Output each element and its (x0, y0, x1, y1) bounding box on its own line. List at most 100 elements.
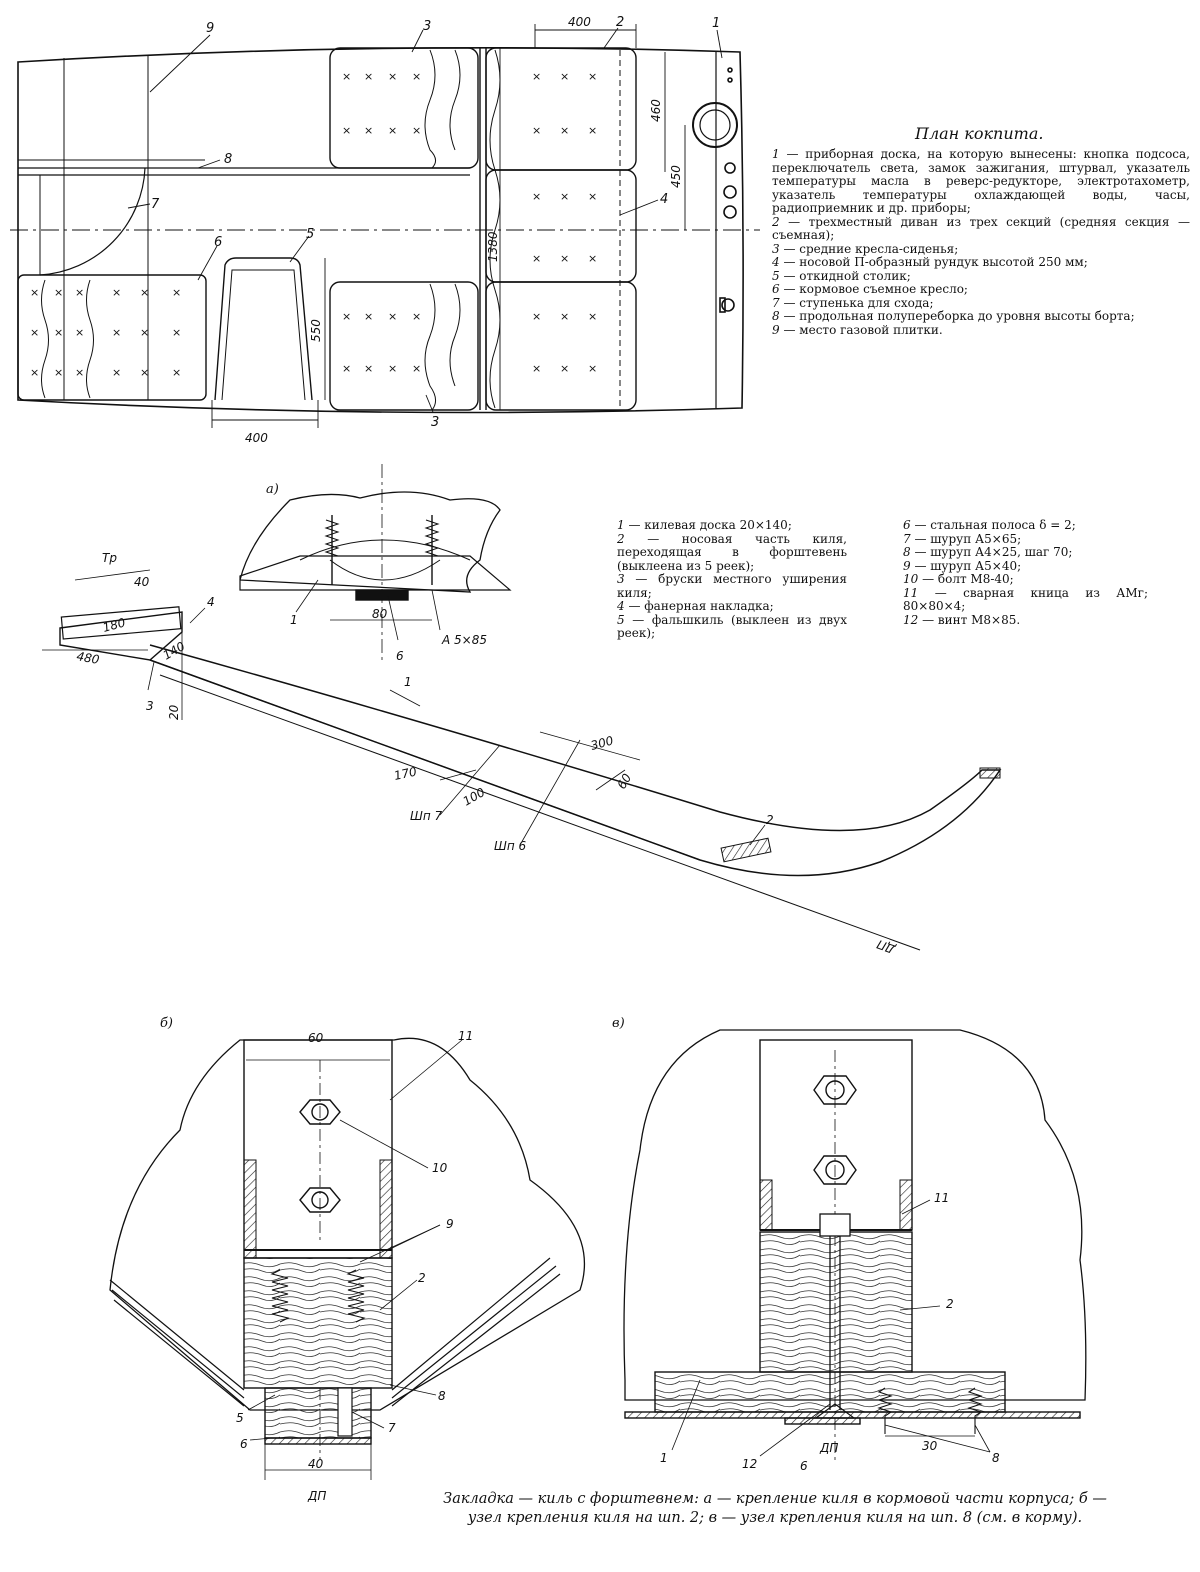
dim-550: 550 (309, 319, 323, 342)
svg-text:×: × (112, 326, 121, 339)
legend-item: 4 — носовой П-образный рундук высотой 25… (772, 255, 1190, 270)
legend-number: 4 (772, 255, 780, 269)
legend-item: 6 — кормовое съемное кресло; (772, 282, 1190, 297)
detail-b (109, 1037, 586, 1480)
cockpit-plan: ×××××× ×××××× ×××××× ×××× ×××× ×××× ××××… (10, 24, 760, 428)
detail-b-dim-60: 60 (308, 1031, 324, 1045)
svg-text:×: × (588, 70, 597, 83)
svg-text:×: × (532, 310, 541, 323)
dim-300: 300 (589, 733, 615, 753)
dim-400-top: 400 (568, 15, 591, 29)
plan-label-8: 8 (224, 152, 232, 167)
svg-text:×: × (112, 286, 121, 299)
svg-text:×: × (172, 366, 181, 379)
detail-b-break-outline (109, 1037, 586, 1411)
dim-100: 100 (461, 785, 488, 809)
label-tr: Тр (102, 551, 117, 565)
dim-170: 170 (393, 764, 419, 783)
svg-text:×: × (30, 326, 39, 339)
plan-title: План кокпита. (915, 124, 1044, 143)
detail-a-dim-80: 80 (372, 607, 388, 621)
svg-text:×: × (388, 362, 397, 375)
legend-item: 11 — сварная кница из АМг; 80×80×4; (903, 585, 1148, 614)
plan-label-3-top: 3 (423, 19, 431, 34)
aft-seat (17, 274, 207, 401)
mid-seat-lower (329, 281, 479, 411)
plan-label-9: 9 (206, 21, 214, 36)
legend-item: 1 — килевая доска 20×140; (617, 518, 847, 533)
svg-text:×: × (588, 124, 597, 137)
svg-text:×: × (388, 310, 397, 323)
svg-text:×: × (342, 362, 351, 375)
keel-label-2: 2 (766, 813, 774, 827)
detail-v-label-11: 11 (934, 1191, 949, 1205)
detail-a-labels: 80 А 5×85 1 6 (290, 607, 487, 663)
bench-mid (485, 169, 637, 283)
legend-item: 3 — бруски местного уширения киля; (617, 572, 847, 600)
svg-text:×: × (172, 286, 181, 299)
detail-b-false-keel (264, 1387, 372, 1439)
svg-text:×: × (560, 70, 569, 83)
view-letter-b: б) (160, 1016, 174, 1031)
detail-a-break-outline (239, 491, 501, 593)
fold-table (214, 257, 313, 401)
legend-number: 5 (772, 268, 780, 283)
legend-item: 1 — приборная доска, на которую вынесены… (772, 147, 1190, 216)
view-letter-a: а) (266, 482, 279, 497)
detail-b-dp: ДП (307, 1489, 326, 1503)
plywood-patch (60, 606, 182, 640)
detail-v-label-1: 1 (660, 1451, 668, 1465)
step-arc (39, 167, 146, 276)
svg-text:×: × (140, 326, 149, 339)
dim-20: 20 (167, 704, 181, 720)
legend-number: 1 (772, 147, 780, 161)
legend-item: 8 — продольная полупереборка до уровня в… (772, 309, 1190, 324)
legend-text: — носовой П-образный рундук высотой 250 … (779, 255, 1088, 269)
keel-caption: Закладка — киль с форштевнем: а — крепле… (443, 1491, 1107, 1526)
svg-text:×: × (140, 366, 149, 379)
legend-text: — продольная полупереборка до уровня выс… (779, 309, 1135, 323)
legend-number: 3 (617, 572, 625, 586)
legend-number: 8 (772, 309, 780, 323)
legend-number: 2 (617, 531, 625, 546)
detail-b-label-10: 10 (432, 1161, 448, 1175)
svg-text:×: × (588, 190, 597, 203)
keel-legend-left: 1 — килевая доска 20×140;2 — носовая час… (617, 518, 847, 641)
legend-number: 7 (772, 295, 780, 310)
legend-text: — трехместный диван из трех секций (сред… (772, 214, 1190, 242)
legend-item: 9 — место газовой плитки. (772, 323, 1190, 338)
detail-v-break-outline (623, 1029, 1087, 1401)
svg-text:×: × (172, 326, 181, 339)
svg-text:×: × (560, 362, 569, 375)
detail-b-label-11: 11 (458, 1029, 473, 1043)
legend-text: — шуруп А4×25, шаг 70; (910, 545, 1073, 559)
dim-450: 450 (669, 165, 683, 188)
svg-text:×: × (342, 124, 351, 137)
svg-text:×: × (560, 252, 569, 265)
bench-rear (485, 281, 637, 411)
legend-number: 5 (617, 612, 625, 627)
svg-text:×: × (532, 252, 541, 265)
keel-label-4: 4 (207, 595, 215, 609)
detail-b-label-9: 9 (446, 1217, 454, 1231)
legend-item: 2 — носовая часть киля, переходящая в фо… (617, 531, 847, 574)
detail-v-labels: 11 2 1 12 6 ДП 30 8 (660, 1191, 1000, 1473)
keel-main-labels: Тр 40 180 480 140 20 3 4 1 2 170 100 300… (75, 551, 897, 957)
svg-text:×: × (560, 310, 569, 323)
label-shp7: Шп 7 (410, 809, 442, 823)
keel-plank (59, 611, 183, 661)
detail-b-label-6: 6 (240, 1437, 248, 1451)
keel-label-3: 3 (146, 699, 154, 713)
legend-text: — фанерная накладка; (624, 599, 774, 613)
svg-text:×: × (532, 70, 541, 83)
legend-number: 7 (903, 531, 911, 546)
legend-number: 4 (617, 599, 625, 613)
svg-text:×: × (412, 362, 421, 375)
legend-number: 11 (903, 585, 919, 600)
svg-text:×: × (75, 366, 84, 379)
detail-b-keel-block (243, 1257, 393, 1389)
svg-text:×: × (54, 326, 63, 339)
dim-480: 480 (75, 649, 100, 667)
legend-text: — откидной столик; (779, 268, 911, 283)
